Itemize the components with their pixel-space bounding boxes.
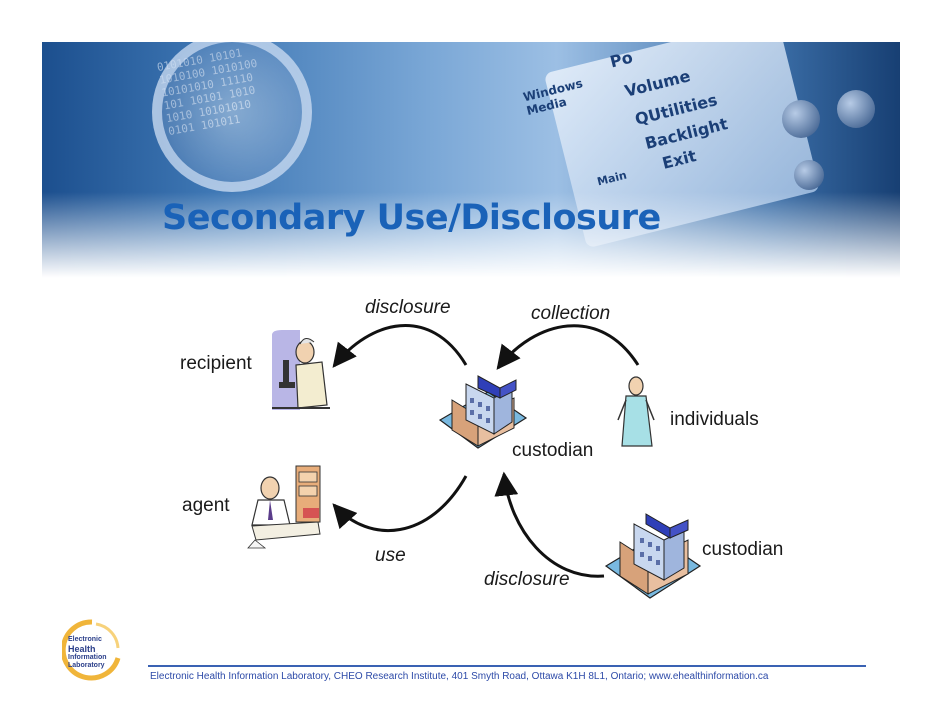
footer-rule (148, 665, 866, 667)
disclosure-top-label: disclosure (365, 297, 451, 318)
disclosure-top-arrow (332, 324, 468, 368)
patient-icon (617, 376, 655, 447)
custodian-other-label: custodian (702, 539, 784, 560)
logo-line-2: Health (68, 644, 96, 654)
scientist-icon (272, 330, 330, 410)
logo-line-1: Electronic (68, 636, 102, 643)
slide-title: Secondary Use/Disclosure (162, 198, 661, 238)
header-banner: 0101010 10101 1010100 1010100 10101010 1… (42, 42, 900, 282)
custodian-center-label: custodian (512, 440, 594, 461)
custodian-building-icon (438, 375, 528, 449)
logo-line-3: Information (68, 654, 107, 661)
collection-label: collection (531, 303, 611, 324)
knob-1 (782, 100, 820, 138)
individuals-label: individuals (670, 409, 759, 430)
logo-line-4: Laboratory (68, 662, 105, 669)
use-arrow (332, 475, 468, 533)
use-label: use (375, 545, 406, 566)
custodian-building-2-icon (604, 513, 702, 599)
ehil-logo (62, 619, 121, 681)
logo-text: Electronic Health Information Laboratory (68, 636, 107, 670)
disclosure-bottom-label: disclosure (484, 569, 570, 590)
magnifier-image (152, 42, 312, 192)
agent-label: agent (182, 495, 230, 516)
recipient-label: recipient (180, 353, 252, 374)
knob-3 (794, 160, 824, 190)
disclosure-bottom-arrow (494, 471, 605, 578)
agent-icon (247, 465, 321, 549)
collection-arrow (496, 324, 640, 370)
knob-2 (837, 90, 875, 128)
footer-text: Electronic Health Information Laboratory… (150, 671, 769, 682)
